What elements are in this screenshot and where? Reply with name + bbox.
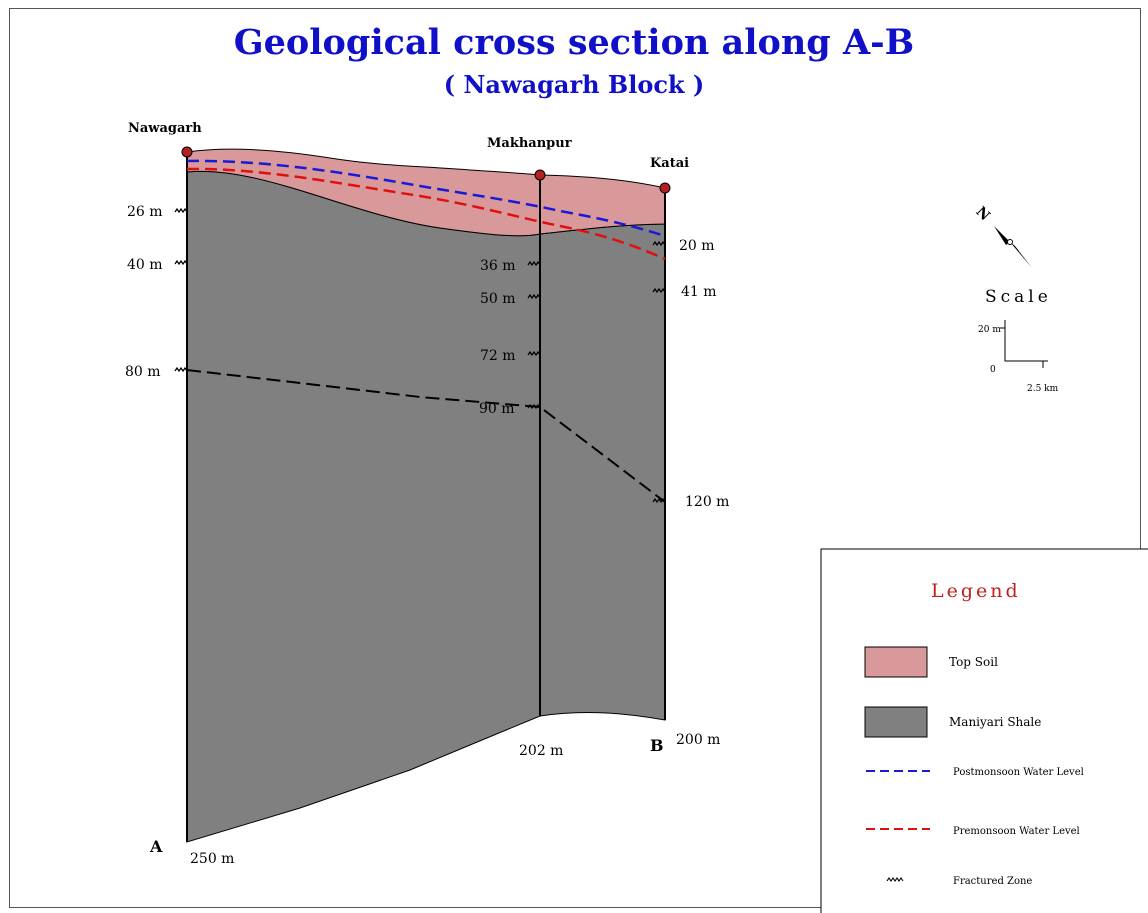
- well-label-katai: Katai: [650, 156, 689, 171]
- well-label-makhanpur: Makhanpur: [487, 136, 572, 151]
- well-head-nawagarh: [181, 146, 193, 158]
- scale-vertical-label: 20 m: [978, 325, 1001, 335]
- depth-label: 80 m: [125, 364, 161, 380]
- fracture-correlation-line: [186, 369, 666, 503]
- top-soil-layer: [186, 148, 666, 237]
- depth-label: 72 m: [480, 348, 516, 364]
- scale-title: Scale: [985, 287, 1052, 307]
- legend-fracture-icon: [886, 877, 904, 882]
- legend-label: Maniyari Shale: [949, 715, 1041, 729]
- north-label: N: [972, 204, 993, 225]
- depth-label: 90 m: [479, 401, 515, 417]
- depth-label: 50 m: [480, 291, 516, 307]
- fracture-zigzag-icon: [174, 366, 188, 373]
- scale-origin-label: 0: [990, 365, 996, 375]
- bottom-depth-label: 250 m: [190, 851, 234, 867]
- fracture-markers: [174, 207, 666, 504]
- fracture-zigzag-icon: [527, 350, 541, 357]
- depth-label: 26 m: [127, 204, 163, 220]
- bottom-depth-label: 200 m: [676, 732, 720, 748]
- well-head-katai: [659, 182, 671, 194]
- fracture-zigzag-icon: [174, 207, 188, 214]
- legend-swatch-shale: [864, 706, 928, 738]
- fracture-zigzag-icon: [652, 240, 666, 247]
- fracture-zigzag-icon: [652, 287, 666, 294]
- depth-label: 36 m: [480, 258, 516, 274]
- section-end-a: A: [149, 837, 163, 856]
- well-head-makhanpur: [534, 169, 546, 181]
- figure-frame: [9, 8, 1141, 908]
- legend-label: Fractured Zone: [953, 876, 1032, 887]
- legend-title: Legend: [931, 580, 1021, 602]
- depth-label: 20 m: [679, 238, 715, 254]
- section-end-b: B: [650, 736, 664, 755]
- scale-horizontal-label: 2.5 km: [1027, 384, 1059, 394]
- fracture-zigzag-icon: [527, 403, 541, 410]
- legend-swatch-top-soil: [864, 646, 928, 678]
- north-arrow-icon: N: [972, 204, 1032, 268]
- fracture-zigzag-icon: [174, 259, 188, 266]
- depth-label: 120 m: [685, 494, 729, 510]
- fracture-zigzag-icon: [527, 260, 541, 267]
- fracture-zigzag-icon: [527, 293, 541, 300]
- figure-subtitle: ( Nawagarh Block ): [443, 70, 705, 99]
- legend-label: Premonsoon Water Level: [953, 826, 1080, 837]
- scale-bar: [1000, 320, 1048, 368]
- fracture-zigzag-icon: [652, 497, 666, 504]
- legend-label: Postmonsoon Water Level: [953, 767, 1084, 778]
- depth-label: 40 m: [127, 257, 163, 273]
- legend-label: Top Soil: [949, 655, 998, 669]
- figure-title: Geological cross section along A-B: [233, 22, 915, 63]
- well-label-nawagarh: Nawagarh: [128, 121, 202, 136]
- depth-label: 41 m: [681, 284, 717, 300]
- bottom-depth-label: 202 m: [519, 743, 563, 759]
- maniyari-shale-layer: [186, 170, 666, 843]
